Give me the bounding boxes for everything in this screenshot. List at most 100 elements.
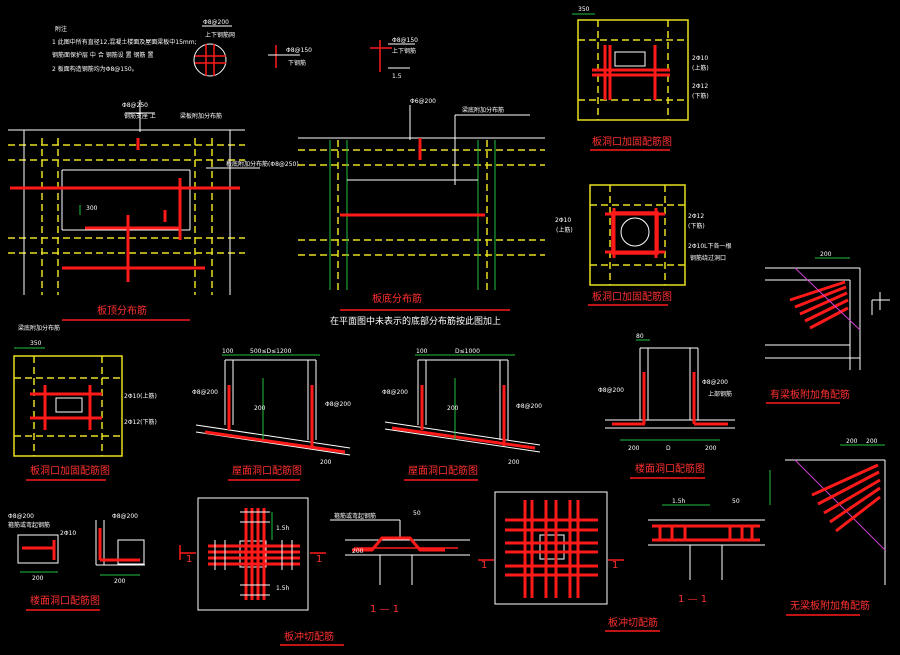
- slab-bottom-spec: Φ6@200: [410, 98, 436, 105]
- punching-reinforcement-1: 1.5h 1.5h 1 1 板冲切配筋: [179, 497, 344, 646]
- hole3-dim: 350: [30, 340, 42, 347]
- punch1-dim-b: 1.5h: [276, 585, 290, 592]
- floor1-spec-right: Φ8@200: [702, 379, 728, 386]
- floor1-dim-top: 80: [636, 333, 644, 340]
- floor-hole-section-1: 80 200 D 200 Φ8@200 Φ8@200 上部钢筋 楼面洞口配筋图: [598, 333, 735, 479]
- hole2-ring-note: 钢筋绕过洞口: [690, 254, 726, 262]
- floor1-dim-D: D: [666, 445, 671, 452]
- hole-reinforcement-1: 350 2Φ10 (上筋) 2Φ12 (下筋) 板洞口加固配筋图: [572, 6, 709, 151]
- slab-top-spec-note: 钢筋支座 上: [124, 112, 156, 120]
- hole-reinforcement-2: 2Φ10 (上筋) 2Φ12 (下筋) 2Φ10L下各一根 钢筋绕过洞口 板洞口…: [555, 184, 732, 306]
- floor2-dim-a: 200: [32, 575, 44, 582]
- section1-label: 箍筋或弯起钢筋: [334, 512, 376, 520]
- roof-hole-section-1: 100 500≤D≤1200 200 Φ8@200 Φ8@200 200 屋面洞…: [192, 348, 351, 481]
- punch2-title: 板冲切配筋: [608, 616, 658, 629]
- roof2-base: 200: [508, 459, 520, 466]
- floor2-title: 楼面洞口配筋图: [30, 594, 100, 607]
- roof2-height: 200: [447, 405, 459, 412]
- floor1-dim-right: 200: [705, 445, 717, 452]
- punch2-cut-left: 1: [481, 560, 487, 571]
- slab-top-title: 板顶分布筋: [97, 304, 147, 317]
- hole2-circle: [620, 217, 650, 247]
- legend-spec-c: Φ8@150: [392, 37, 418, 44]
- legend-circle: [193, 43, 227, 77]
- punch1-title: 板冲切配筋: [284, 630, 334, 643]
- roof2-spec-left: Φ8@200: [382, 389, 408, 396]
- roof2-width: D≤1000: [455, 348, 480, 355]
- corner1-title: 有梁板附加角配筋: [770, 388, 850, 401]
- floor1-title: 楼面洞口配筋图: [635, 462, 705, 475]
- general-notes: 附注 1 此图中所有直径12,混凝土楼面及屋面梁板中15mm; 钢筋面保护层 中…: [52, 25, 197, 73]
- hole1-title: 板洞口加固配筋图: [592, 135, 672, 148]
- punch2-cut-right: 1: [612, 560, 618, 571]
- floor-hole-section-2: Φ8@200 箍筋或弯起钢筋 2Φ10 200 Φ8@200 200 楼面洞口配…: [8, 513, 145, 611]
- slab-top-beam-note: 梁板附加分布筋: [180, 112, 222, 120]
- corner-reinforcement-flat-slab: 200 200 无梁板附加角配筋: [769, 438, 886, 616]
- slab-top-slab-note: 板底附加分布筋(Φ8@250): [226, 160, 299, 168]
- notes-line-3: 2 板面构造钢筋均为Φ8@150。: [52, 65, 138, 73]
- punch2-outline: [494, 491, 608, 605]
- hole2-spec-left: 2Φ10: [555, 217, 571, 224]
- hole2-spec-left-note: (上筋): [556, 226, 573, 234]
- floor2-spec-b: 2Φ10: [60, 530, 76, 537]
- slab-bottom-beam-label: 梁底附加分布筋: [462, 106, 504, 114]
- corner1-dim: 200: [820, 251, 832, 258]
- roof1-base: 200: [320, 459, 332, 466]
- punch1-cut-left: 1: [186, 554, 192, 565]
- roof1-height: 200: [254, 405, 266, 412]
- floor2-note-a: 箍筋或弯起钢筋: [8, 521, 50, 529]
- section2-dim-a: 1.5h: [672, 498, 686, 505]
- roof2-spec-right: Φ8@200: [516, 403, 542, 410]
- hole2-outline: [589, 184, 686, 286]
- roof1-spec-right: Φ8@200: [325, 401, 351, 408]
- hole1-dim: 350: [578, 6, 590, 13]
- slab-top-dim: 300: [86, 205, 98, 212]
- hole3-outline: [13, 355, 123, 457]
- roof2-dim-left: 100: [416, 348, 428, 355]
- slab-top-distribution-plan: Φ8@250 钢筋支座 上 梁板附加分布筋 板底附加分布筋(Φ8@250) 30…: [8, 100, 299, 332]
- roof2-title: 屋面洞口配筋图: [408, 464, 478, 477]
- punch1-cut-right: 1: [316, 554, 322, 565]
- hole1-spec-b-note: (下筋): [692, 92, 709, 100]
- legend-dim: 1.5: [392, 73, 402, 80]
- hole1-spec-a-note: (上筋): [692, 64, 709, 72]
- hole3-spec-b: 2Φ12(下筋): [124, 418, 157, 426]
- legend-upper-label: 上下钢筋网: [205, 31, 235, 39]
- legend-spec-b: Φ8@150: [286, 47, 312, 54]
- slab-bottom-title: 板底分布筋: [372, 292, 422, 305]
- slab-top-footnote: 梁底附加分布筋: [18, 324, 60, 332]
- section-1-1-a: 箍筋或弯起钢筋 50 200 1 — 1: [330, 510, 470, 615]
- corner2-title: 无梁板附加角配筋: [790, 599, 870, 612]
- slab-top-spec: Φ8@250: [122, 102, 148, 109]
- roof-hole-section-2: 100 D≤1000 200 Φ8@200 Φ8@200 200 屋面洞口配筋图: [382, 348, 542, 481]
- section1-title: 1 — 1: [370, 604, 399, 615]
- corner-reinforcement-beam-slab: 200 有梁板附加角配筋: [765, 251, 890, 404]
- legend-bottom-label: 下钢筋: [288, 59, 306, 67]
- hole1-spec-a: 2Φ10: [692, 55, 708, 62]
- hole2-spec-right: 2Φ12: [688, 213, 704, 220]
- punch1-outline: [197, 497, 309, 611]
- floor1-spec-left: Φ8@200: [598, 387, 624, 394]
- floor2-dim-b: 200: [114, 578, 126, 585]
- roof1-spec-left: Φ8@200: [192, 389, 218, 396]
- punching-reinforcement-2: 1 1 板冲切配筋: [478, 491, 660, 632]
- section2-title: 1 — 1: [678, 594, 707, 605]
- hole3-title: 板洞口加固配筋图: [30, 464, 110, 477]
- corner2-dim-b: 200: [866, 438, 878, 445]
- punch1-dim-a: 1.5h: [276, 525, 290, 532]
- roof1-dim-left: 100: [222, 348, 234, 355]
- section1-dim-left: 200: [352, 548, 364, 555]
- floor2-spec-a: Φ8@200: [8, 513, 34, 520]
- section2-dim-b: 50: [732, 498, 740, 505]
- slab-bottom-note: 在平面图中未表示的底部分布筋按此图加上: [330, 315, 501, 327]
- legend-mid-label: 上下钢筋: [392, 47, 416, 55]
- section1-dim-top: 50: [413, 510, 421, 517]
- hole2-title: 板洞口加固配筋图: [592, 290, 672, 303]
- hole1-spec-b: 2Φ12: [692, 83, 708, 90]
- floor1-dim-left: 200: [628, 445, 640, 452]
- notes-heading: 附注: [55, 25, 67, 33]
- legend-spec-a: Φ8@200: [203, 19, 229, 26]
- section-1-1-b: 1.5h 50 1 — 1: [648, 498, 765, 605]
- hole-reinforcement-3: 350 2Φ10(上筋) 2Φ12(下筋) 板洞口加固配筋图: [13, 340, 157, 481]
